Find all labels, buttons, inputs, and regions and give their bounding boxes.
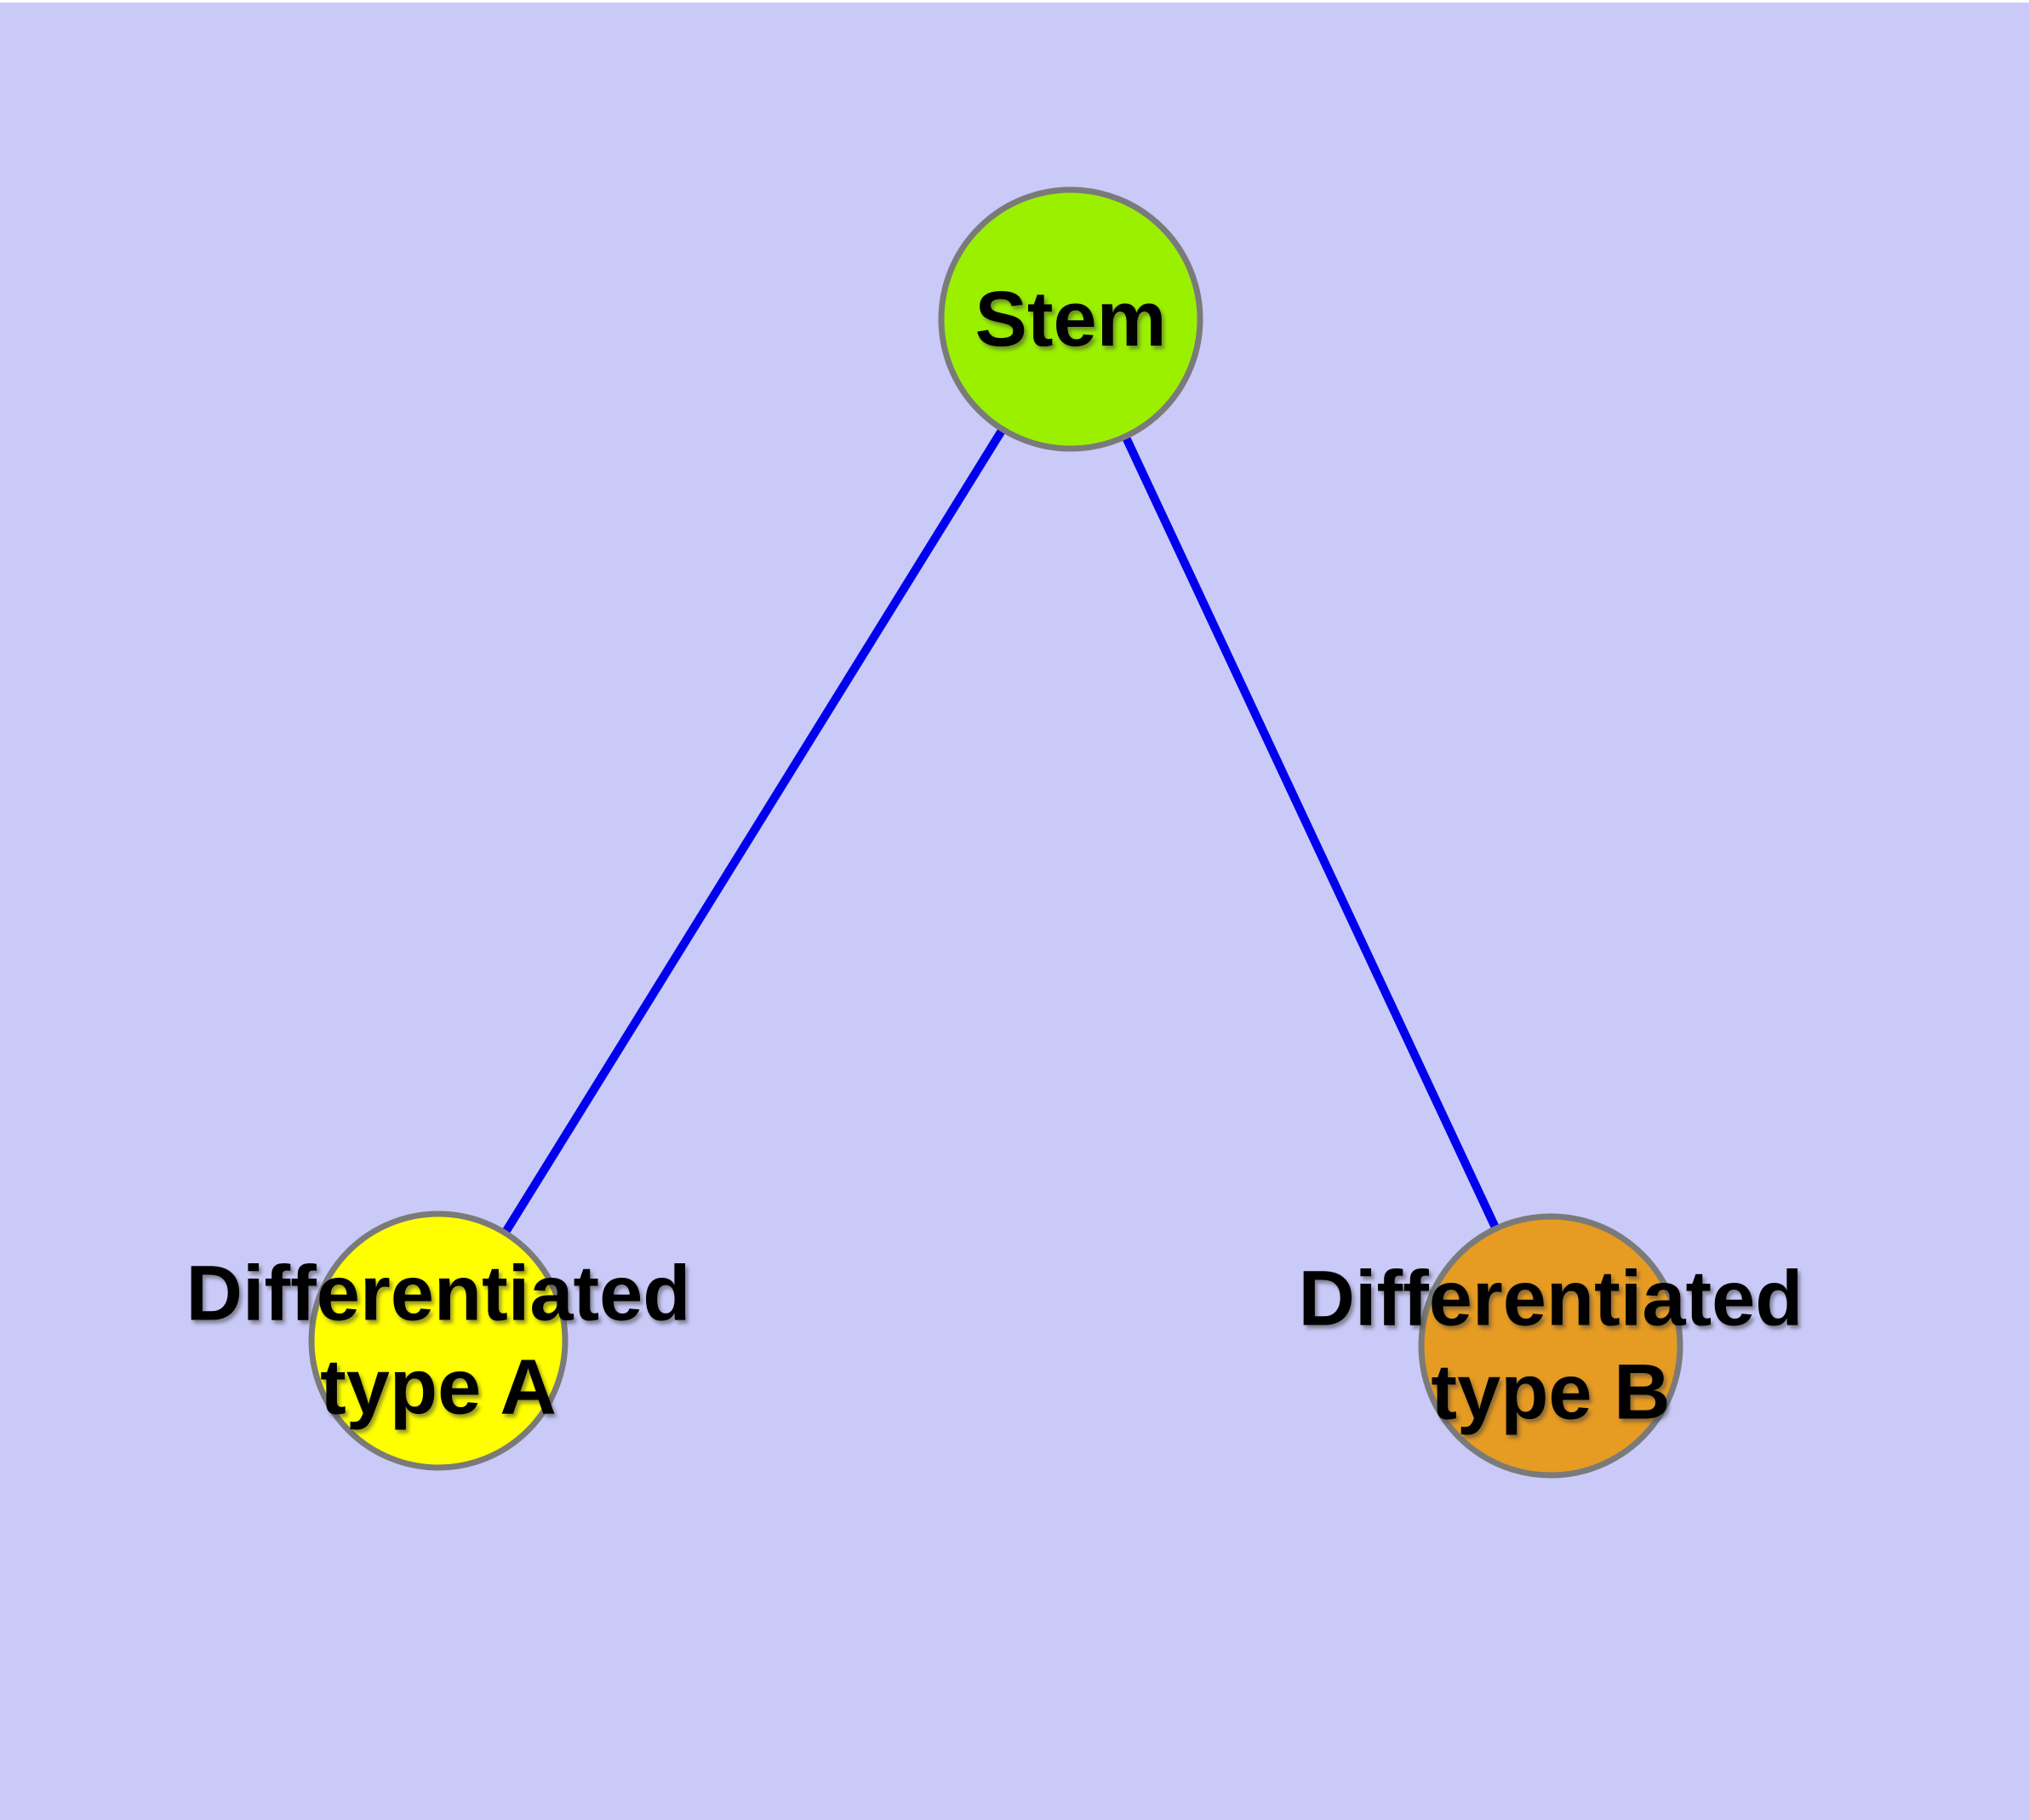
edge-stem-to-type-a: [434, 317, 1075, 1343]
node-stem: [938, 186, 1203, 452]
node-differentiated-type-b: [1418, 1213, 1683, 1479]
node-differentiated-type-a: [308, 1210, 569, 1471]
graph: [0, 3, 2029, 1820]
edge-stem-to-type-b: [1066, 317, 1555, 1348]
graph-canvas: Stem Differentiated type A Differentiate…: [0, 3, 2029, 1820]
